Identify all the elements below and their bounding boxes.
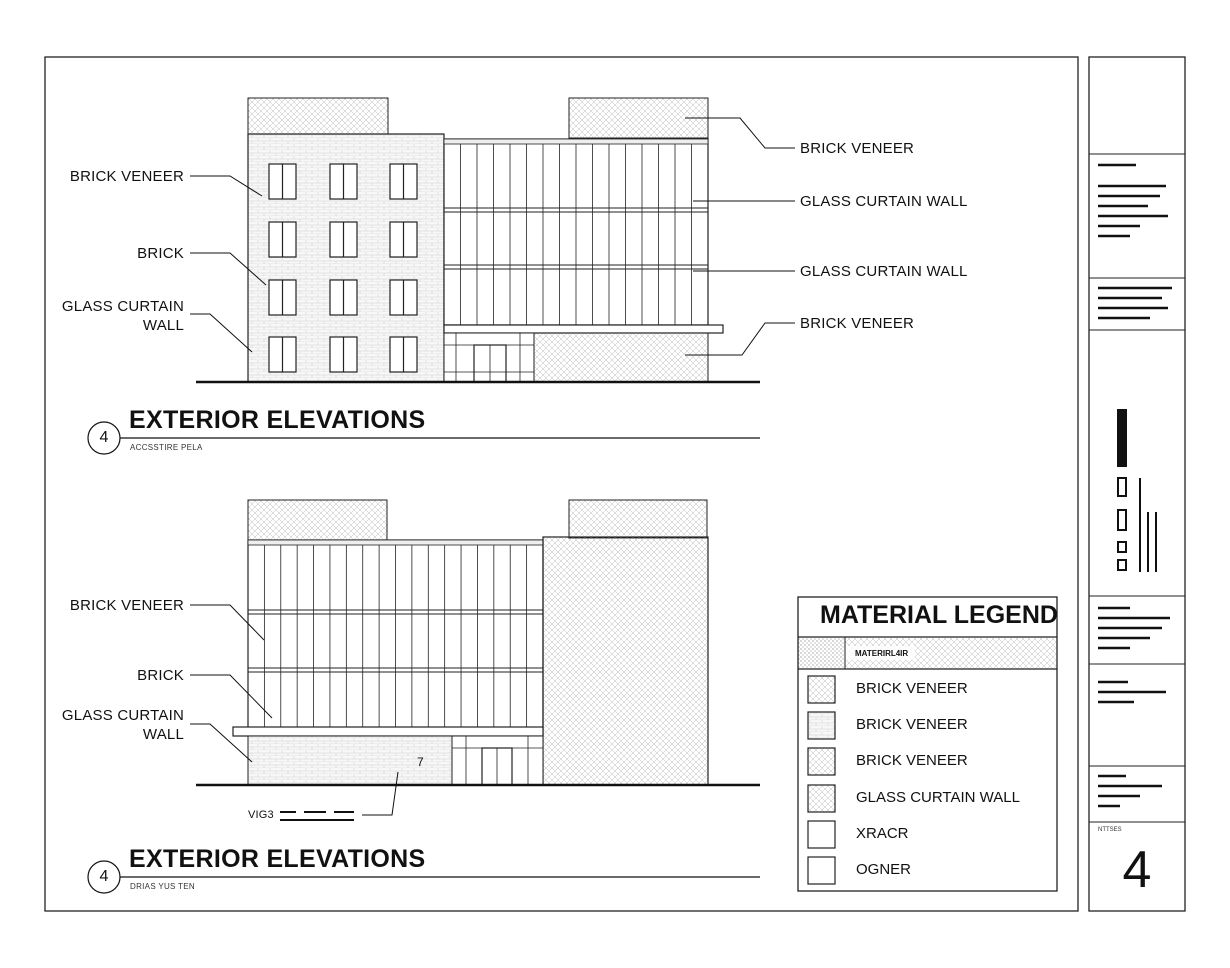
legend-swatch-glass-curtain	[807, 784, 836, 813]
bottom-label-glass-curtain: GLASS CURTAIN	[61, 707, 184, 724]
top-right-label-brick-veneer-2: BRICK VENEER	[800, 315, 915, 332]
bottom-elevation-building	[196, 499, 760, 787]
material-legend-box	[797, 596, 1058, 892]
bottom-note-label: VIG3	[248, 809, 274, 821]
top-title-callout	[87, 421, 760, 455]
title-block-logo	[1117, 409, 1157, 572]
bottom-elevation-title: EXTERIOR ELEVATIONS	[129, 845, 426, 873]
sheet-label: NTTSES	[1098, 827, 1122, 833]
note-dash-lines	[280, 811, 354, 821]
top-label-brick: BRICK	[137, 245, 184, 262]
legend-title: MATERIAL LEGEND	[820, 601, 1058, 629]
legend-item-2: BRICK VENEER	[856, 716, 968, 733]
top-right-label-glass-curtain-1: GLASS CURTAIN WALL	[800, 193, 968, 210]
legend-item-3: BRICK VENEER	[856, 752, 968, 769]
sheet-number: 4	[1122, 841, 1152, 899]
legend-item-6: OGNER	[856, 861, 912, 878]
legend-item-5: XRACR	[856, 825, 909, 842]
legend-swatch-brick-veneer-2	[807, 711, 836, 740]
legend-item-1: BRICK VENEER	[856, 680, 968, 697]
legend-swatch-ogner	[807, 856, 836, 885]
title-block-text-lines	[1098, 163, 1172, 808]
top-leader-lines	[190, 117, 795, 356]
top-elevation-number: 4	[99, 429, 109, 446]
top-elevation-title: EXTERIOR ELEVATIONS	[129, 406, 426, 434]
legend-swatch-xracr	[807, 820, 836, 849]
top-elevation-subtitle: ACCSSTIRE PELA	[130, 443, 203, 452]
top-right-label-glass-curtain-2: GLASS CURTAIN WALL	[800, 263, 968, 280]
bottom-label-wall: WALL	[142, 726, 184, 743]
legend-swatch-brick-veneer-1	[807, 675, 836, 704]
top-label-wall: WALL	[142, 317, 184, 334]
legend-item-4: GLASS CURTAIN WALL	[856, 789, 1020, 806]
bottom-door-mark: 7	[417, 755, 424, 769]
legend-swatch-brick-veneer-3	[807, 747, 836, 776]
bottom-elevation-subtitle: DRIAS YUS TEN	[130, 882, 195, 891]
top-label-brick-veneer: BRICK VENEER	[69, 168, 184, 185]
bottom-label-brick-veneer: BRICK VENEER	[69, 597, 184, 614]
top-label-glass-curtain: GLASS CURTAIN	[61, 298, 184, 315]
bottom-leader-lines	[190, 604, 399, 816]
legend-header: MATERIRL4IR	[855, 649, 909, 658]
bottom-title-callout	[87, 860, 760, 894]
top-elevation-building	[196, 97, 760, 384]
top-right-label-brick-veneer: BRICK VENEER	[800, 140, 915, 157]
bottom-elevation-number: 4	[99, 868, 109, 885]
bottom-label-brick: BRICK	[137, 667, 184, 684]
title-block	[1089, 153, 1185, 823]
